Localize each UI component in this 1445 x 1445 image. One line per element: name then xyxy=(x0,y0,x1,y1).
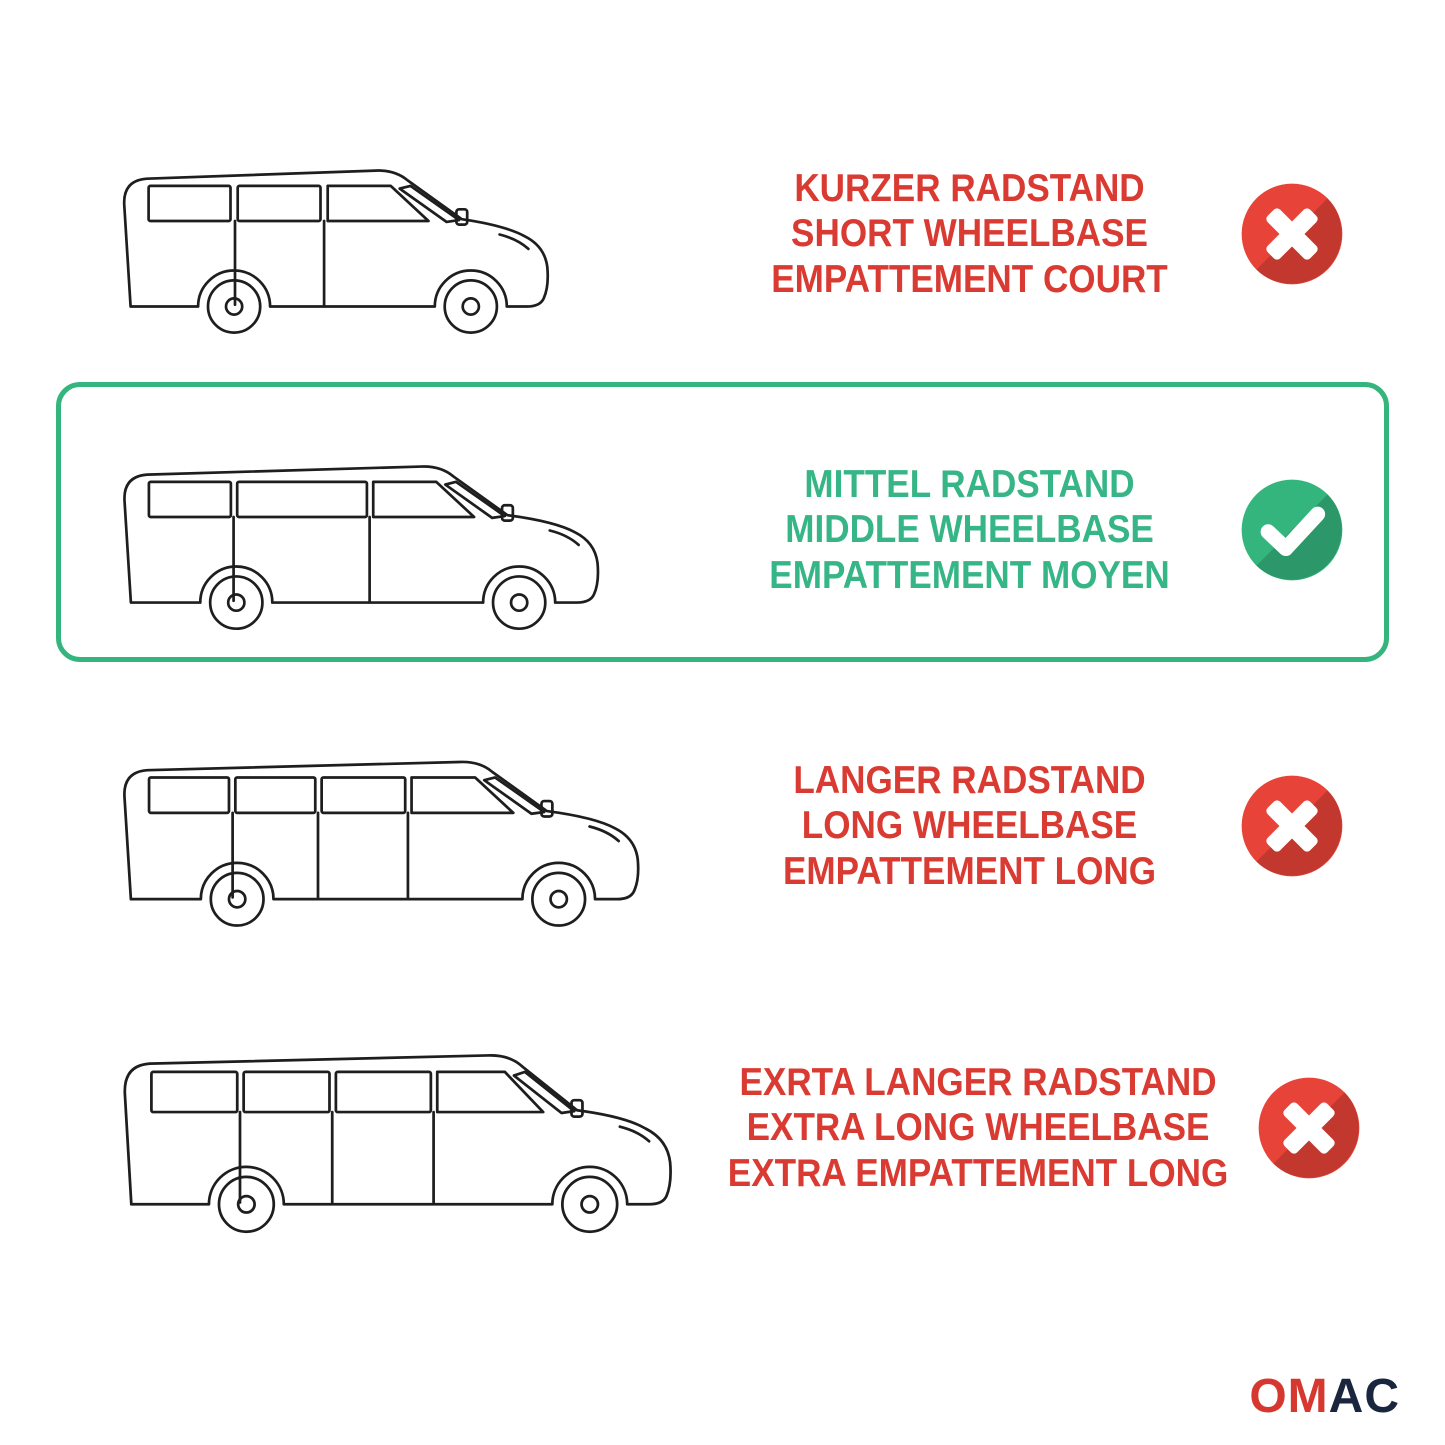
selection-highlight xyxy=(56,382,1389,662)
van-column xyxy=(0,130,700,339)
label-line-en: SHORT WHEELBASE xyxy=(791,212,1148,256)
label-line-de: LANGER RADSTAND xyxy=(793,759,1146,803)
label-line-en: MIDDLE WHEELBASE xyxy=(785,508,1154,552)
label-line-en: LONG WHEELBASE xyxy=(801,804,1138,848)
status-column xyxy=(1239,181,1345,287)
label-line-fr: EMPATTEMENT LONG xyxy=(782,849,1157,893)
row-middle-wheelbase: MITTEL RADSTAND MIDDLE WHEELBASE EMPATTE… xyxy=(0,414,1445,646)
van-extra-long-wheelbase-illustration xyxy=(123,1053,672,1233)
extra-long-wheelbase-label: EXRTA LANGER RADSTAND EXTRA LONG WHEELBA… xyxy=(728,1060,1228,1196)
van-column xyxy=(0,426,700,635)
text-column: EXRTA LANGER RADSTAND EXTRA LONG WHEELBA… xyxy=(700,1060,1256,1196)
label-line-fr: EMPATTEMENT COURT xyxy=(771,257,1168,301)
brand-logo: OMAC xyxy=(1249,1373,1400,1421)
status-column xyxy=(1239,477,1345,583)
text-column: LANGER RADSTAND LONG WHEELBASE EMPATTEME… xyxy=(700,758,1239,894)
van-middle-wheelbase-illustration xyxy=(123,464,600,630)
label-line-fr: EMPATTEMENT MOYEN xyxy=(769,553,1170,597)
long-wheelbase-label: LANGER RADSTAND LONG WHEELBASE EMPATTEME… xyxy=(727,758,1212,894)
van-column xyxy=(0,1018,700,1239)
row-short-wheelbase: KURZER RADSTAND SHORT WHEELBASE EMPATTEM… xyxy=(0,118,1445,350)
cross-icon xyxy=(1258,1077,1360,1179)
label-line-de: MITTEL RADSTAND xyxy=(804,463,1135,507)
row-long-wheelbase: LANGER RADSTAND LONG WHEELBASE EMPATTEME… xyxy=(0,706,1445,946)
middle-wheelbase-label: MITTEL RADSTAND MIDDLE WHEELBASE EMPATTE… xyxy=(727,462,1212,598)
text-column: KURZER RADSTAND SHORT WHEELBASE EMPATTEM… xyxy=(700,166,1239,302)
text-column: MITTEL RADSTAND MIDDLE WHEELBASE EMPATTE… xyxy=(700,462,1239,598)
status-column xyxy=(1239,773,1345,879)
label-line-de: KURZER RADSTAND xyxy=(794,167,1145,211)
van-column xyxy=(0,721,700,932)
van-short-wheelbase-illustration xyxy=(122,168,550,334)
row-extra-long-wheelbase: EXRTA LANGER RADSTAND EXTRA LONG WHEELBA… xyxy=(0,1000,1445,1256)
van-long-wheelbase-illustration xyxy=(123,760,640,927)
cross-icon xyxy=(1241,183,1343,285)
cross-icon xyxy=(1241,775,1343,877)
label-line-fr: EXTRA EMPATTEMENT LONG xyxy=(727,1151,1229,1195)
status-column xyxy=(1256,1075,1362,1181)
brand-logo-red-part: OM xyxy=(1249,1370,1329,1423)
check-icon xyxy=(1241,479,1343,581)
label-line-de: EXRTA LANGER RADSTAND xyxy=(739,1061,1217,1105)
brand-logo-dark-part: AC xyxy=(1328,1370,1400,1423)
label-line-en: EXTRA LONG WHEELBASE xyxy=(746,1106,1210,1150)
short-wheelbase-label: KURZER RADSTAND SHORT WHEELBASE EMPATTEM… xyxy=(727,166,1212,302)
